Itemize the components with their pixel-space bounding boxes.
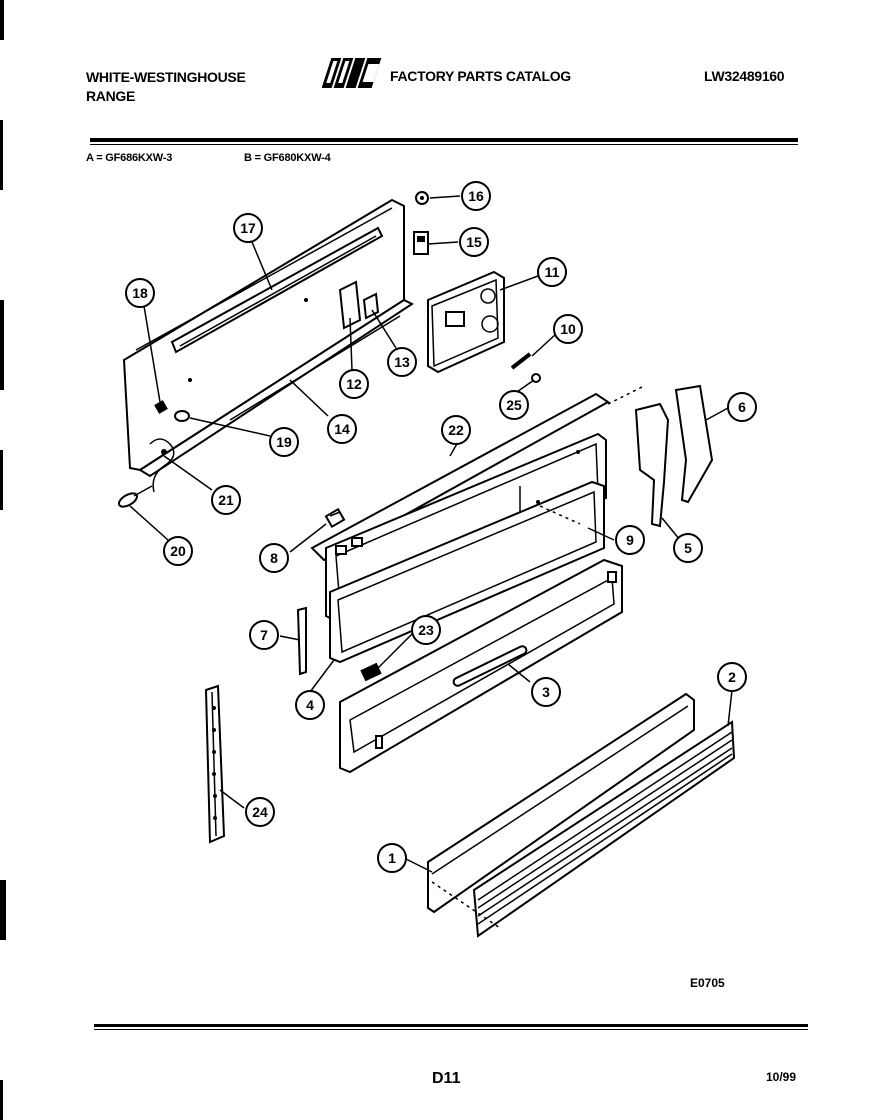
part-6-end-cap [674,384,714,504]
svg-text:12: 12 [346,376,362,392]
svg-text:16: 16 [468,188,484,204]
wci-logo [322,58,382,88]
part-23-spring [360,662,382,682]
svg-text:5: 5 [684,540,692,556]
callout-11: 11 [537,257,567,287]
part-12-bracket [338,280,362,330]
part-13-bracket [362,292,380,320]
brand-title: WHITE-WESTINGHOUSE RANGE [86,68,246,106]
svg-text:25: 25 [506,397,522,413]
callout-2: 2 [717,662,747,692]
svg-text:21: 21 [218,492,234,508]
callout-3: 3 [531,677,561,707]
svg-text:11: 11 [545,264,560,280]
brand-line-2: RANGE [86,88,136,104]
svg-text:15: 15 [466,234,482,250]
part-15-switch [413,231,429,255]
callout-17: 17 [233,213,263,243]
part-8-clip [324,507,346,529]
callout-24: 24 [245,797,275,827]
callout-25: 25 [499,390,529,420]
footer-rule-thin [94,1029,808,1030]
callout-13: 13 [387,347,417,377]
callout-20: 20 [163,536,193,566]
footer-rule-thick [94,1024,808,1027]
svg-text:13: 13 [394,354,410,370]
callout-19: 19 [269,427,299,457]
callout-15: 15 [459,227,489,257]
leader-lines [129,195,733,929]
revision-date: 10/99 [766,1070,797,1084]
svg-text:14: 14 [334,421,350,437]
svg-text:20: 20 [170,543,186,559]
svg-text:7: 7 [260,627,268,643]
part-16-lamp [415,191,429,205]
svg-text:22: 22 [448,422,464,438]
part-17-backguard [122,198,415,478]
part-3-front-panel [339,558,623,774]
callout-1: 1 [377,843,407,873]
callout-12: 12 [339,369,369,399]
page-number: D11 [432,1070,461,1087]
part-18-clip [154,400,168,414]
callout-8: 8 [259,543,289,573]
callout-10: 10 [553,314,583,344]
part-1-trim [427,692,695,914]
svg-text:18: 18 [132,285,148,301]
svg-text:8: 8 [270,550,278,566]
callout-9: 9 [615,525,645,555]
callout-6: 6 [727,392,757,422]
part-7-trim [296,606,307,676]
part-2-grille [472,720,736,938]
part-24-side-trim [204,684,226,844]
part-21-harness [149,438,175,493]
callout-5: 5 [673,533,703,563]
svg-text:23: 23 [418,622,434,638]
part-20-socket [117,485,153,508]
callout-14: 14 [327,414,357,444]
part-11-clock [427,270,505,374]
callout-18: 18 [125,278,155,308]
model-b: B = GF680KXW-4 [244,152,331,164]
callout-4: 4 [295,690,325,720]
svg-text:6: 6 [738,399,746,415]
svg-text:3: 3 [542,684,550,700]
svg-text:17: 17 [240,220,256,236]
svg-text:2: 2 [728,669,736,685]
model-a: A = GF686KXW-3 [86,152,173,164]
svg-text:1: 1 [388,850,396,866]
scan-edge-marks [0,0,6,1120]
part-14-rod [229,315,401,421]
callout-7: 7 [249,620,279,650]
callout-22: 22 [441,415,471,445]
svg-text:4: 4 [306,697,314,713]
svg-text:19: 19 [276,434,292,450]
svg-text:24: 24 [252,804,268,820]
callout-21: 21 [211,485,241,515]
part-5-end-cap [634,402,670,528]
catalog-number: LW32489160 [704,68,785,84]
svg-text:10: 10 [560,321,576,337]
brand-line-1: WHITE-WESTINGHOUSE [86,69,246,85]
callout-23: 23 [411,615,441,645]
svg-text:9: 9 [626,532,634,548]
header-rule-thick [90,138,798,142]
diagram-code: E0705 [690,976,725,990]
callout-16: 16 [461,181,491,211]
catalog-title: FACTORY PARTS CATALOG [390,68,571,84]
part-4-glass [329,480,605,664]
part-10-screw [510,352,532,370]
header-rule-thin [90,144,798,145]
part-19-screw [174,410,190,422]
